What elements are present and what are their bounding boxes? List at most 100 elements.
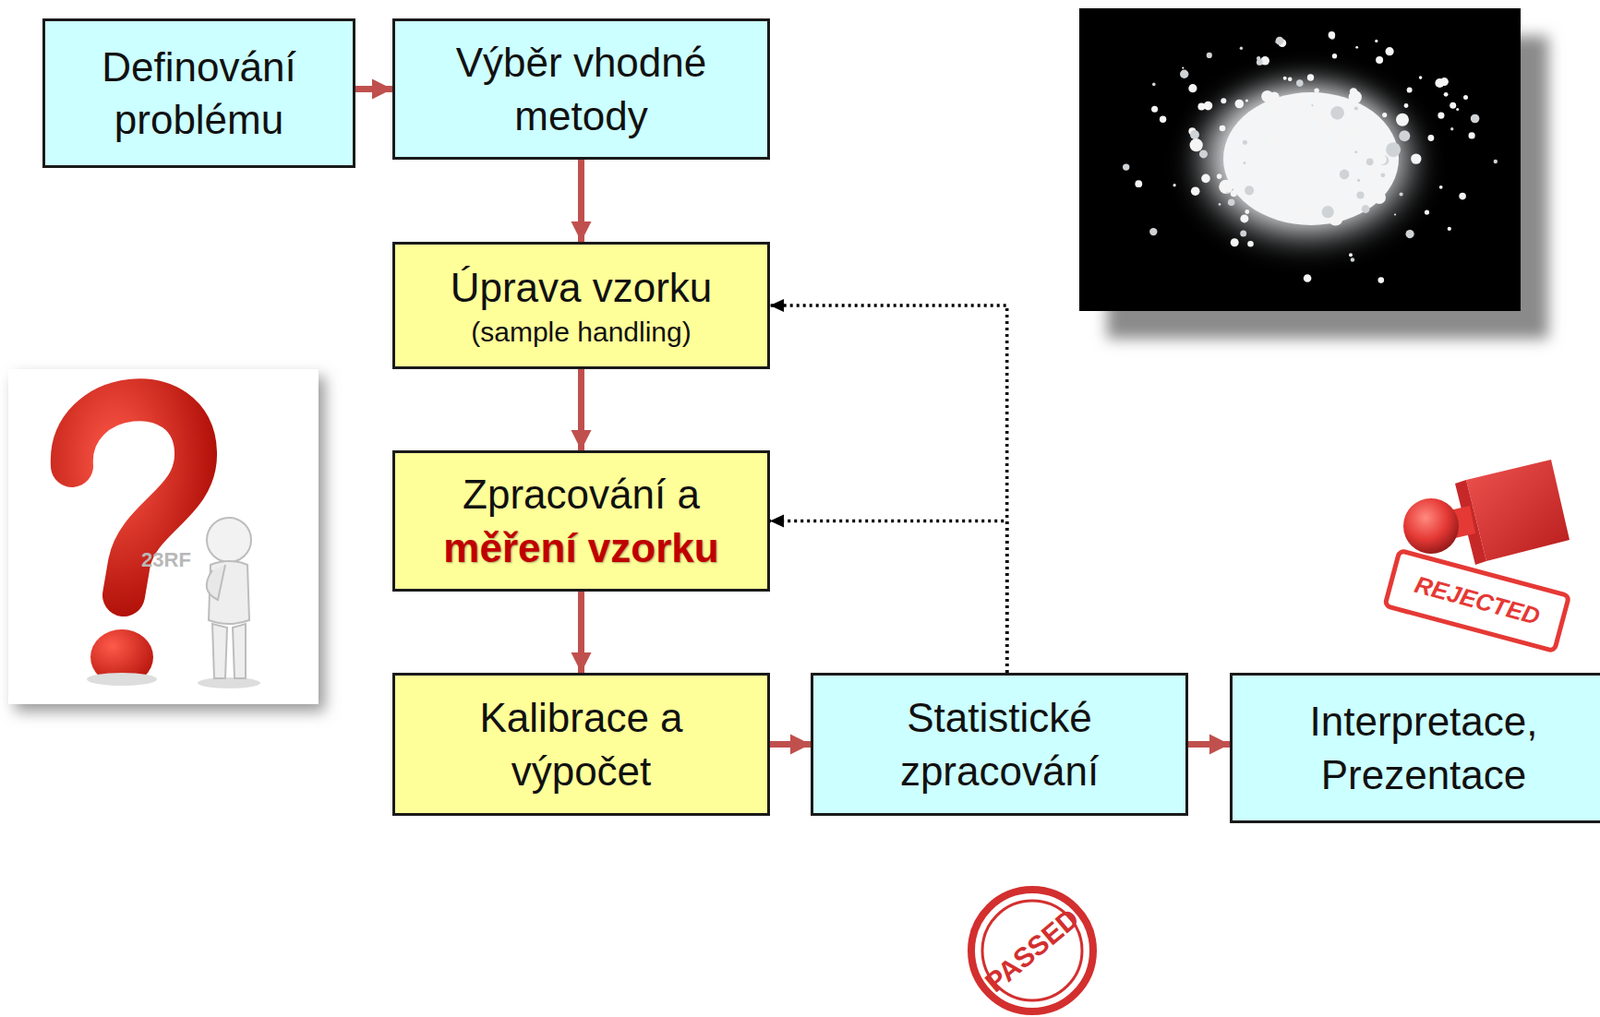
powder-grain [1330,106,1345,121]
powder-photo [1079,8,1549,339]
powder-grain [1406,229,1415,239]
flow-arrow [355,85,393,93]
powder-grain [1493,159,1498,164]
powder-grain [1455,108,1459,111]
box-text: (sample handling) [470,313,691,350]
powder-grain [1399,192,1404,196]
powder-grain [1354,106,1359,110]
process-box: Výběr vhodné metody [392,18,770,160]
rejected-stamp [1384,459,1570,651]
powder-grain [1159,116,1167,123]
box-text: Interpretace, Prezentace [1249,695,1599,801]
powder-grain [1311,104,1313,107]
powder-grain [1322,205,1335,218]
powder-grain [1303,128,1310,134]
powder-grain [1449,102,1456,109]
powder-grain [1134,180,1143,188]
powder-grain [1291,117,1296,121]
powder-grain [1236,170,1247,181]
powder-grain [1410,153,1421,164]
stamp-text: PASSED [979,902,1086,999]
flow-arrow [577,591,585,674]
powder-grain [1230,190,1238,197]
powder-grain [1188,84,1197,93]
powder-grain [1394,214,1396,217]
powder-grain [1468,132,1476,139]
powder-grain [1350,257,1355,262]
powder-grain [1296,79,1304,87]
powder-grain [1199,149,1208,158]
process-box: Zpracování aměření vzorku [392,450,770,592]
powder-grain [1239,214,1249,223]
powder-grain [1219,125,1227,133]
stamp-knob [1403,498,1459,554]
powder-grain [1439,185,1444,190]
powder-grain [1227,199,1236,207]
powder-grain [1230,238,1240,247]
process-box: Kalibrace a výpočet [392,673,770,817]
powder-grain [1366,158,1374,167]
powder-grain [1354,150,1358,154]
powder-grain [1369,165,1382,178]
powder-grain [1218,180,1233,194]
powder-grain [1378,276,1385,284]
powder-grain [1357,179,1360,182]
powder-grain [1356,191,1364,199]
powder-grain [1269,102,1281,114]
powder-grain [1317,186,1326,195]
powder-grain [1332,53,1337,59]
powder-grain [1345,121,1359,135]
powder-grain [1287,77,1293,83]
powder-grain [1220,97,1227,104]
flow-arrow [1188,741,1230,748]
powder-grain [1257,160,1262,165]
powder-grain [1443,92,1449,97]
powder-grain [1242,140,1248,145]
process-box: Statistické zpracování [810,673,1189,817]
powder-grain [1243,161,1247,165]
watermark: 23RF [141,548,192,573]
powder-grain [1268,186,1276,193]
feedback-arrow [769,305,1008,674]
photo-ground [1079,8,1521,312]
powder-grain [1328,31,1336,39]
powder-grain [1447,227,1452,231]
powder-grain [1197,103,1205,111]
powder-grain [1334,132,1347,145]
powder-grain [1235,99,1245,109]
powder-grain [1385,47,1395,56]
powder-grain [1152,83,1156,87]
powder-grain [1339,169,1350,181]
powder-heap [1190,78,1422,254]
powder-grain [1351,170,1355,174]
question-mark [72,399,196,596]
powder-grain [1307,73,1314,81]
powder-grain [1255,178,1261,183]
powder-grain [1206,52,1213,59]
powder-grain [1398,130,1410,142]
powder-grain [1404,103,1409,109]
powder-grain [1151,106,1158,113]
powder-grain [1275,36,1285,46]
thinking-figure [197,517,261,689]
process-box: Úprava vzorku(sample handling) [392,241,770,370]
powder-grain [1239,230,1247,238]
box-text: Statistické zpracování [830,691,1169,797]
box-text: Kalibrace a výpočet [411,691,751,797]
powder-grain [1201,174,1211,184]
powder-grain [1346,140,1353,147]
powder-grain [1458,192,1467,201]
flow-arrow [769,741,811,748]
powder-grain [1376,154,1387,165]
powder-grain [1296,209,1301,215]
stamp-text: REJECTED [1411,570,1543,632]
powder-grain [1375,56,1384,64]
powder-grain [1226,192,1228,194]
picture-ground [8,369,319,705]
powder-grain [1360,116,1372,128]
powder-grain [1313,87,1319,93]
powder-grain [1269,92,1280,103]
powder-grain [1395,113,1409,127]
stamp-imprint [1384,550,1570,651]
